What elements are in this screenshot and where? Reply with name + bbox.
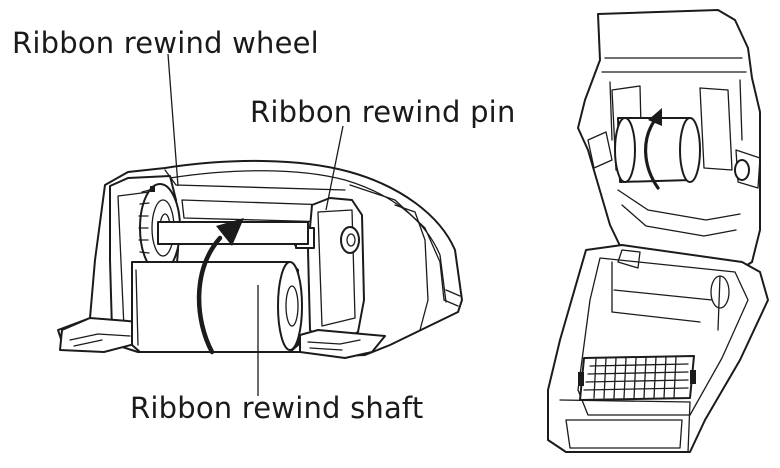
label-ribbon-rewind-wheel: Ribbon rewind wheel <box>12 26 319 60</box>
printer-body <box>547 244 769 453</box>
printer-platen <box>578 355 696 401</box>
rotation-arrow <box>196 218 244 355</box>
rewind-shaft <box>131 221 309 353</box>
right-bracket <box>307 197 365 343</box>
label-ribbon-rewind-pin: Ribbon rewind pin <box>250 95 516 129</box>
label-ribbon-rewind-shaft: Ribbon rewind shaft <box>130 391 424 425</box>
printer-open-cover <box>547 9 769 453</box>
ribbon-mechanism-closeup <box>57 53 463 396</box>
